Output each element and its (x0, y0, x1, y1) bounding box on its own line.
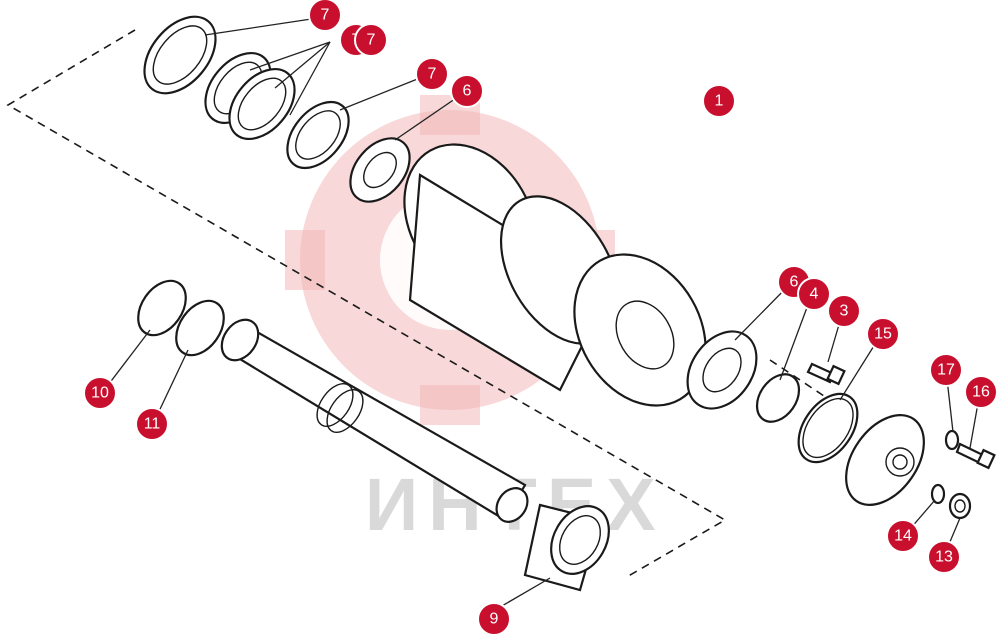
bolt-small (806, 362, 846, 386)
callout-label: 17 (937, 362, 955, 379)
bolt-cover (955, 442, 996, 470)
callout-label: 7 (428, 66, 437, 83)
callout-3: 3 (827, 294, 861, 328)
callout-label: 3 (840, 303, 849, 320)
callout-13: 13 (927, 540, 961, 574)
callout-16: 16 (964, 375, 998, 409)
callout-14: 14 (886, 519, 920, 553)
axis-line-lower (769, 359, 831, 401)
snap-ring (137, 279, 187, 337)
callout-1: 1 (702, 84, 736, 118)
collar (523, 503, 610, 592)
assembly-boundary (6, 29, 727, 579)
callout-6-top: 6 (450, 74, 484, 108)
callout-7-c: 7 (354, 23, 388, 57)
callout-label: 7 (321, 7, 330, 24)
bearing-top (349, 137, 411, 203)
callout-label: 4 (810, 286, 819, 303)
callout-label: 15 (874, 326, 892, 343)
plug (948, 492, 972, 520)
callout-10: 10 (83, 376, 117, 410)
shaft (220, 318, 529, 523)
callout-7-a: 7 (308, 0, 342, 32)
callout-17: 17 (929, 353, 963, 387)
callout-4: 4 (797, 277, 831, 311)
callout-label: 1 (715, 93, 724, 110)
callout-label: 9 (490, 611, 499, 628)
track-roller-body (403, 143, 707, 407)
o-ring (797, 392, 859, 464)
plug-ring (930, 483, 946, 505)
seal-sleeve (204, 51, 296, 141)
callout-label: 6 (790, 274, 799, 291)
callout-label: 7 (367, 32, 376, 49)
retaining-ring (175, 299, 225, 357)
retainer-plate (755, 373, 801, 423)
callout-11: 11 (135, 407, 169, 441)
callout-label: 11 (144, 416, 161, 433)
end-cover (845, 414, 925, 506)
bearing-right (686, 330, 758, 410)
callout-9: 9 (477, 602, 511, 636)
callout-7-d: 7 (415, 57, 449, 91)
callout-15: 15 (866, 317, 900, 351)
seal-ring-small (286, 100, 350, 170)
callout-label: 6 (463, 83, 472, 100)
callout-label: 13 (935, 549, 953, 566)
washer (944, 429, 960, 451)
callout-label: 10 (91, 385, 109, 402)
seal-ring-large (143, 15, 217, 95)
callout-label: 16 (972, 384, 990, 401)
callout-label: 14 (894, 528, 912, 545)
